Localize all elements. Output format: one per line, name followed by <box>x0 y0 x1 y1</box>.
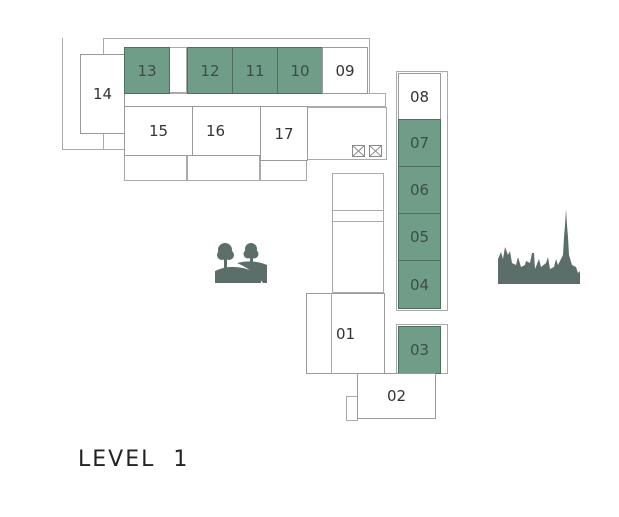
unit-13[interactable]: 13 <box>124 47 170 94</box>
unit-12[interactable]: 12 <box>187 47 233 94</box>
unit-label: 03 <box>409 341 430 359</box>
unit-label: 05 <box>409 228 430 246</box>
unit-08[interactable]: 08 <box>398 73 441 120</box>
unit-15[interactable]: 15 <box>124 106 193 156</box>
unit-label: 02 <box>386 387 407 405</box>
unit-label: 09 <box>335 61 355 80</box>
unit-label: 11 <box>245 61 265 80</box>
unit-04[interactable]: 04 <box>398 260 441 309</box>
unit-16[interactable]: 16 <box>192 106 261 156</box>
unit-03[interactable]: 03 <box>398 326 441 374</box>
elevator-icon <box>369 145 382 157</box>
unit-label: 12 <box>200 61 220 80</box>
unit-01-divider <box>331 293 332 374</box>
unit-05[interactable]: 05 <box>398 213 441 261</box>
unit-01[interactable]: 01 <box>306 293 385 374</box>
unit-label: 15 <box>148 122 169 140</box>
unit-label: 08 <box>409 87 430 106</box>
unit-17[interactable]: 17 <box>260 106 308 161</box>
elevator-icon <box>352 145 365 157</box>
core-column <box>332 173 384 293</box>
corridor <box>124 93 386 107</box>
unit-label: 07 <box>409 134 430 152</box>
unit-07[interactable]: 07 <box>398 119 441 167</box>
service-room <box>187 155 260 181</box>
unit-label: 17 <box>274 124 294 143</box>
city-skyline-icon <box>498 209 580 284</box>
core-column-divider <box>332 210 384 222</box>
unit-11[interactable]: 11 <box>232 47 278 94</box>
unit-label: 13 <box>137 61 157 80</box>
unit-14[interactable]: 14 <box>80 54 125 134</box>
unit-label: 10 <box>290 61 310 80</box>
service-room <box>124 155 187 181</box>
stair <box>169 47 187 93</box>
unit-label: 01 <box>335 324 356 343</box>
park-icon <box>215 243 267 283</box>
unit-label: 16 <box>206 122 226 140</box>
unit-label: 06 <box>409 181 430 199</box>
unit-09[interactable]: 09 <box>322 47 368 94</box>
level-title: LEVEL 1 <box>78 447 190 472</box>
service-room <box>260 160 307 181</box>
unit-02[interactable]: 02 <box>357 373 436 419</box>
unit-06[interactable]: 06 <box>398 166 441 214</box>
unit-label: 04 <box>409 275 430 294</box>
unit-10[interactable]: 10 <box>277 47 323 94</box>
unit-label: 14 <box>92 85 113 103</box>
